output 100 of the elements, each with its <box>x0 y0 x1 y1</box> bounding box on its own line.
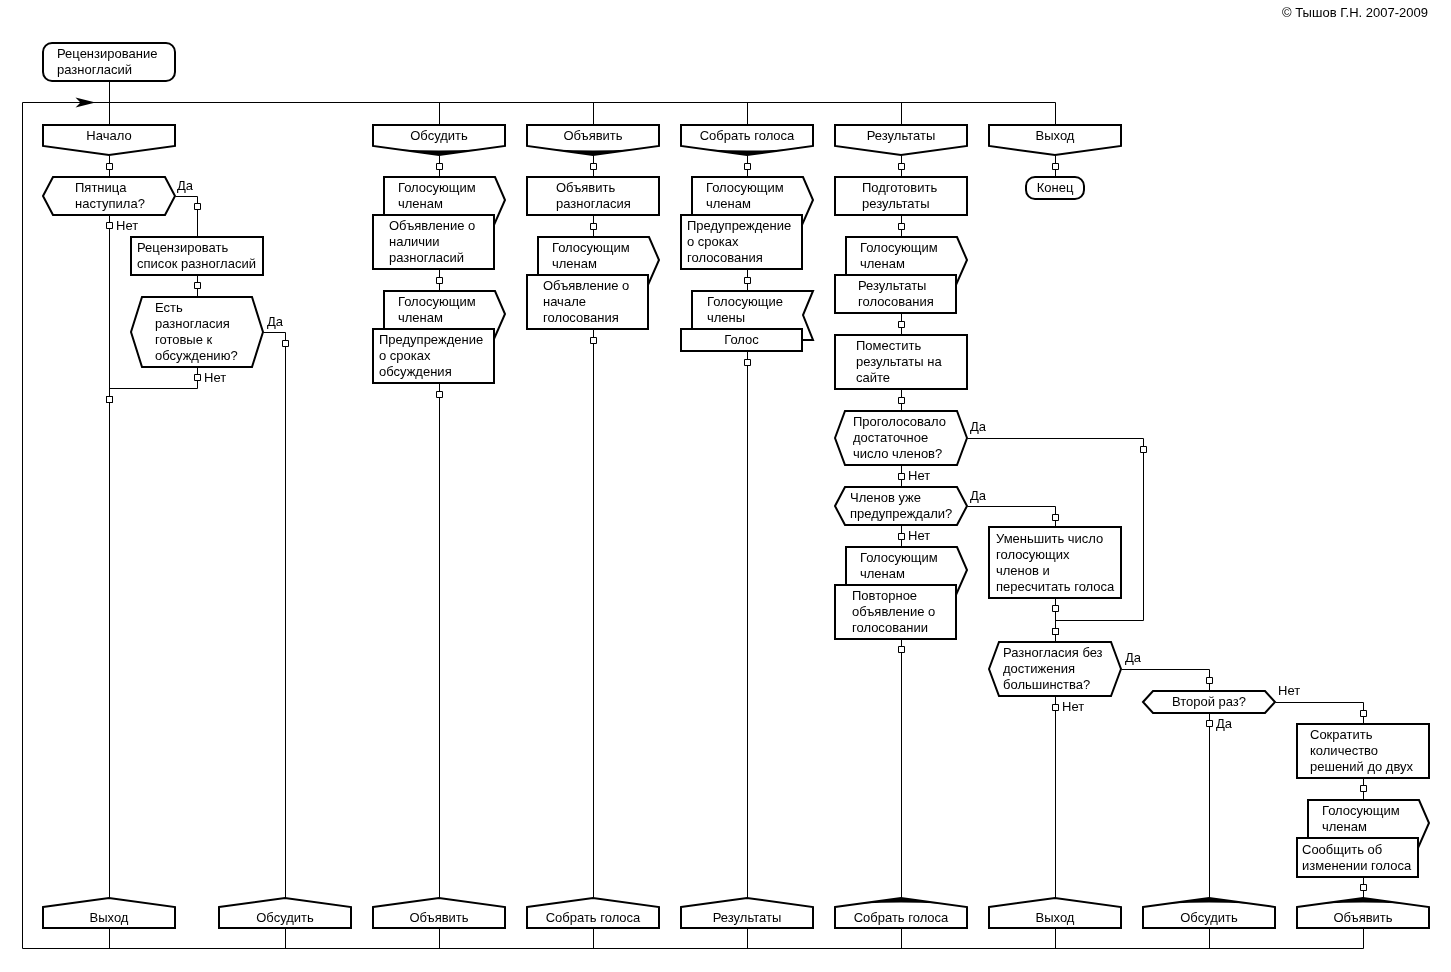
branch-name: Обсудить <box>1180 909 1238 926</box>
connector <box>1206 713 1213 899</box>
connector <box>898 525 905 548</box>
connector <box>263 332 289 899</box>
connector <box>109 928 110 949</box>
edge-label: Да <box>1124 651 1143 665</box>
branch-header <box>681 125 813 155</box>
message-text: Объявление о наличии разногласий <box>389 218 477 266</box>
connector <box>744 269 751 292</box>
connector <box>901 102 902 126</box>
connector <box>590 155 597 178</box>
branch-name: Объявить <box>563 127 623 144</box>
connector <box>175 196 201 238</box>
branch-name: Обсудить <box>256 909 314 926</box>
action-text: Сократить количество решений до двух <box>1310 727 1415 775</box>
branch-header <box>527 125 659 155</box>
branch-name: Результаты <box>866 127 936 144</box>
edge-label: Нет <box>1061 700 1086 714</box>
connector <box>1052 696 1059 899</box>
connector <box>967 506 1059 528</box>
connector <box>593 102 594 126</box>
connector <box>106 155 113 178</box>
message-text: Результаты голосования <box>858 278 935 310</box>
question-text: Пятница наступила? <box>75 180 146 212</box>
branch-header <box>43 125 175 155</box>
branch-name: Объявить <box>409 909 469 926</box>
branch-name: Собрать голоса <box>545 909 641 926</box>
action-box <box>527 177 659 215</box>
recipient-text: Голосующим членам <box>860 550 939 582</box>
question-text: Есть разногласия готовые к обсуждению? <box>155 300 239 364</box>
branch-address <box>681 898 813 928</box>
connector <box>436 269 443 292</box>
connector <box>898 465 905 488</box>
connector <box>1121 669 1213 692</box>
recipient-text: Голосующим членам <box>398 180 477 212</box>
connector <box>439 102 440 126</box>
connector <box>898 639 905 899</box>
edge-label: Да <box>176 179 195 193</box>
branch-address <box>1143 898 1275 928</box>
output-block <box>681 177 813 269</box>
connector <box>747 928 748 949</box>
recipient-text: Голосующим членам <box>398 294 477 326</box>
edge-label: Нет <box>1277 684 1302 698</box>
sender-text: Голосующие члены <box>707 294 784 326</box>
recipient-text: Голосующим членам <box>1322 803 1401 835</box>
decision-hexagon <box>131 297 263 367</box>
copyright-note: © Тышов Г.Н. 2007-2009 <box>1282 5 1428 21</box>
question-text: Второй раз? <box>1171 694 1247 710</box>
decision-hexagon <box>989 642 1121 696</box>
connector <box>1052 155 1059 178</box>
branch-address <box>527 898 659 928</box>
action-box <box>1297 724 1429 778</box>
branch-address <box>373 898 505 928</box>
branch-name: Собрать голоса <box>699 127 795 144</box>
question-text: Членов уже предупреждали? <box>850 490 954 522</box>
output-block <box>835 547 967 639</box>
message-text: Предупреждение о сроках голосования <box>687 218 793 266</box>
input-block <box>681 291 813 351</box>
connector <box>1363 928 1364 949</box>
message-text: Сообщить об изменении голоса <box>1302 841 1413 874</box>
branch-address <box>219 898 351 928</box>
action-text: Уменьшить число голосующих членов и пересчитать голоса <box>996 530 1115 595</box>
branch-address <box>835 898 967 928</box>
edge-label: Да <box>1215 717 1234 731</box>
connector <box>590 329 597 899</box>
terminator-text: Конец <box>1036 180 1074 196</box>
branch-name: Собрать голоса <box>853 909 949 926</box>
message-text: Предупреждение о сроках обсуждения <box>379 332 485 380</box>
action-box <box>989 527 1121 598</box>
terminator <box>1026 177 1084 199</box>
action-text: Поместить результаты на сайте <box>856 338 943 386</box>
branch-address <box>989 898 1121 928</box>
output-block <box>373 177 505 269</box>
decision-hexagon <box>835 487 967 525</box>
question-text: Проголосовало достаточное число членов? <box>853 414 947 462</box>
decision-hexagon <box>43 177 175 215</box>
question-text: Разногласия без достижения большинства? <box>1003 645 1104 693</box>
decision-hexagon <box>835 411 967 465</box>
connector <box>109 81 110 126</box>
branch-header <box>373 125 505 155</box>
terminator <box>43 43 175 81</box>
branch-name: Объявить <box>1333 909 1393 926</box>
edge-label: Да <box>266 315 285 329</box>
connector <box>901 928 902 949</box>
recipient-text: Голосующим членам <box>860 240 939 272</box>
action-text: Объявить разногласия <box>556 180 632 212</box>
edge-label: Да <box>969 489 988 503</box>
edge-label: Нет <box>907 529 932 543</box>
connector <box>898 389 905 412</box>
message-text: Объявление о начале голосования <box>543 278 631 326</box>
output-block <box>527 237 659 329</box>
connector <box>898 155 905 178</box>
connector <box>285 928 286 949</box>
action-text: Рецензировать список разногласий <box>137 240 257 272</box>
connector <box>436 383 443 899</box>
connector <box>590 215 597 238</box>
action-box <box>835 335 967 389</box>
terminator-text: Рецензирование разногласий <box>57 46 159 78</box>
connector <box>1360 778 1367 801</box>
branch-name: Выход <box>1035 127 1075 144</box>
